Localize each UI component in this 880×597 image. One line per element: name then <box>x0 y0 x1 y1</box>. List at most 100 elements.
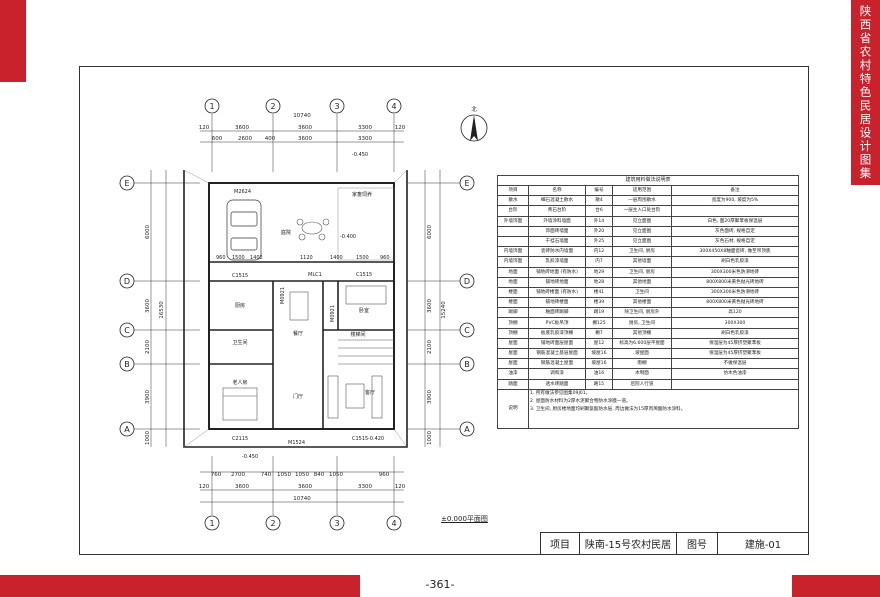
notes-text: 1. 所有做法参见图集09J01。 2. 屋面防水材料为2厚水泥聚合物防水涂膜一… <box>528 388 799 429</box>
finish-table-cell: 300X300米色防滑地砖 <box>671 286 799 299</box>
grid-row-e-right: E <box>464 179 469 188</box>
finish-table-cell: 楼面 <box>497 297 529 309</box>
grid-row-c-right: C <box>464 326 470 335</box>
grid-col-1: 1 <box>209 102 214 111</box>
drawing-sheet <box>79 66 809 555</box>
room-kitchen: 厨房 <box>235 302 245 309</box>
label-m0921a: M0921 <box>280 287 286 304</box>
finish-table-cell: 路15 <box>585 378 613 390</box>
finish-table-cell: 内7 <box>585 256 613 268</box>
finish-table-cell: 一层周围散水 <box>612 195 672 207</box>
level-mid: -0.400 <box>340 234 356 240</box>
grid-col-2-bottom: 2 <box>270 519 275 528</box>
finish-table-cell: 一层主入口处台阶 <box>612 205 672 217</box>
finish-table-cell: 卫生间, 厨房 <box>612 266 672 278</box>
grid-row-c: C <box>124 326 130 335</box>
finish-table-header: 项目 名称 编号 适用范围 备注 <box>497 184 799 197</box>
finish-table-cell: 屋12 <box>585 337 613 350</box>
corner-accent <box>0 0 26 82</box>
sofa-icon <box>327 375 383 419</box>
finish-table-cell: 保温层为45厚挤塑聚苯板 <box>671 347 799 360</box>
finish-table-cell: 外墙饰面 <box>497 215 529 227</box>
room-wc: 卫生间 <box>232 339 247 346</box>
finish-table-cell: 300X300 <box>671 317 799 329</box>
label-w1500b: 1500 <box>356 255 369 261</box>
label-c2115: C2115 <box>232 436 248 442</box>
finish-table-cell: 铺地砖地面 (有防水) <box>528 266 586 278</box>
finish-table-cell: 厨房, 卫生间 <box>612 317 672 329</box>
room-bedroom: 卧室 <box>359 307 369 314</box>
bottom-sub-2: 740 <box>261 472 272 478</box>
room-courtyard: 庭院 <box>281 229 291 236</box>
label-w1120: 1120 <box>300 255 313 261</box>
finish-table-cell: 台6 <box>585 205 613 217</box>
finish-table-cell: 后院人行道 <box>612 378 672 390</box>
finish-table-cell: 楼面 <box>497 286 529 299</box>
bottom-sub-7: 960 <box>379 472 390 478</box>
finish-table-cell: 800X800米黄色抛光砖地砖 <box>671 276 799 288</box>
finish-table-cell: 外20 <box>585 225 613 237</box>
grid-row-a: A <box>124 425 130 434</box>
finish-table-cell: 铺地砖楼面 (有防水) <box>528 286 586 299</box>
right-dim-4: 1000 <box>427 431 433 445</box>
finish-table-cell: 铺地砖地面 <box>528 276 586 288</box>
stair-icon <box>338 339 394 365</box>
bottom-sub-3: 1050 <box>277 472 291 478</box>
bottom-sub-4: 1050 <box>295 472 309 478</box>
finish-table-cell: 散水 <box>497 195 529 207</box>
note-2: 2. 屋面防水材料为2厚水泥聚合物防水涂膜一道。 <box>530 398 631 404</box>
courtyard-table-icon <box>296 218 330 241</box>
grid-col-4-bottom: 4 <box>391 519 396 528</box>
label-m0921b: M0921 <box>330 305 336 322</box>
finish-table-cell <box>671 378 799 390</box>
top-sub-0: 600 <box>212 136 223 142</box>
finish-table-cell: 地29 <box>585 266 613 278</box>
finish-table-cell: 刷白色乳胶漆 <box>671 256 799 268</box>
bottom-sub-5: 840 <box>314 472 325 478</box>
finish-table-cell: 饰面砖墙面 <box>528 225 586 237</box>
finish-table-cell: 干挂石墙面 <box>528 235 586 248</box>
grid-col-3: 3 <box>334 102 339 111</box>
finish-table-cell: 卫生间, 厨房 <box>612 246 672 258</box>
grid-col-3-bottom: 3 <box>334 519 339 528</box>
bottom-dim-1: 3600 <box>235 484 249 490</box>
plan-caption: ±0.000平面图 <box>441 515 488 523</box>
finish-table-cell: 灰色石材, 规格自定 <box>671 235 799 248</box>
finish-table-cell: 台阶 <box>497 205 529 217</box>
grid-row-a-right: A <box>464 425 470 434</box>
right-total: 15240 <box>441 301 447 319</box>
finish-table-cell: 地面 <box>497 276 529 288</box>
notes-label: 说明 <box>497 388 529 429</box>
left-total: 16530 <box>159 301 165 319</box>
finish-table-cell: 仿木色油漆 <box>671 368 799 380</box>
finish-table-cell: 油16 <box>585 368 613 380</box>
grid-row-e: E <box>124 179 129 188</box>
finish-table-cell: 坡屋16 <box>585 347 613 360</box>
finish-table-cell: 棚125 <box>585 317 613 329</box>
finish-table-cell: 其他楼面 <box>612 297 672 309</box>
room-storage: 家畜饲养 <box>352 191 372 198</box>
top-sub-1: 2600 <box>238 136 252 142</box>
right-dim-2: 2100 <box>427 340 433 354</box>
finish-table-cell: 卫生间 <box>612 286 672 299</box>
finish-table-cell: 踏面 <box>497 378 529 390</box>
finish-table-title: 建筑用料做法说明表 <box>497 175 799 185</box>
car-icon <box>226 199 262 261</box>
finish-table-cell: PVC板吊顶 <box>528 317 586 329</box>
finish-table-cell: 踢脚 <box>497 307 529 319</box>
label-mlc1: MLC1 <box>308 272 322 278</box>
finish-table-cell: 外14 <box>585 215 613 227</box>
finish-table-cell: 木制面 <box>612 368 672 380</box>
finish-table-cell: 800X800米黄色抛光砖地砖 <box>671 297 799 309</box>
grid-row-b-right: B <box>464 360 470 369</box>
finish-table-cell: 外墙涂料墙面 <box>528 215 586 227</box>
title-project-name: 陕南-15号农村民居 <box>580 533 677 554</box>
finish-table-cell: 楼41 <box>585 286 613 299</box>
finish-table-cell: 其他墙面 <box>612 256 672 268</box>
